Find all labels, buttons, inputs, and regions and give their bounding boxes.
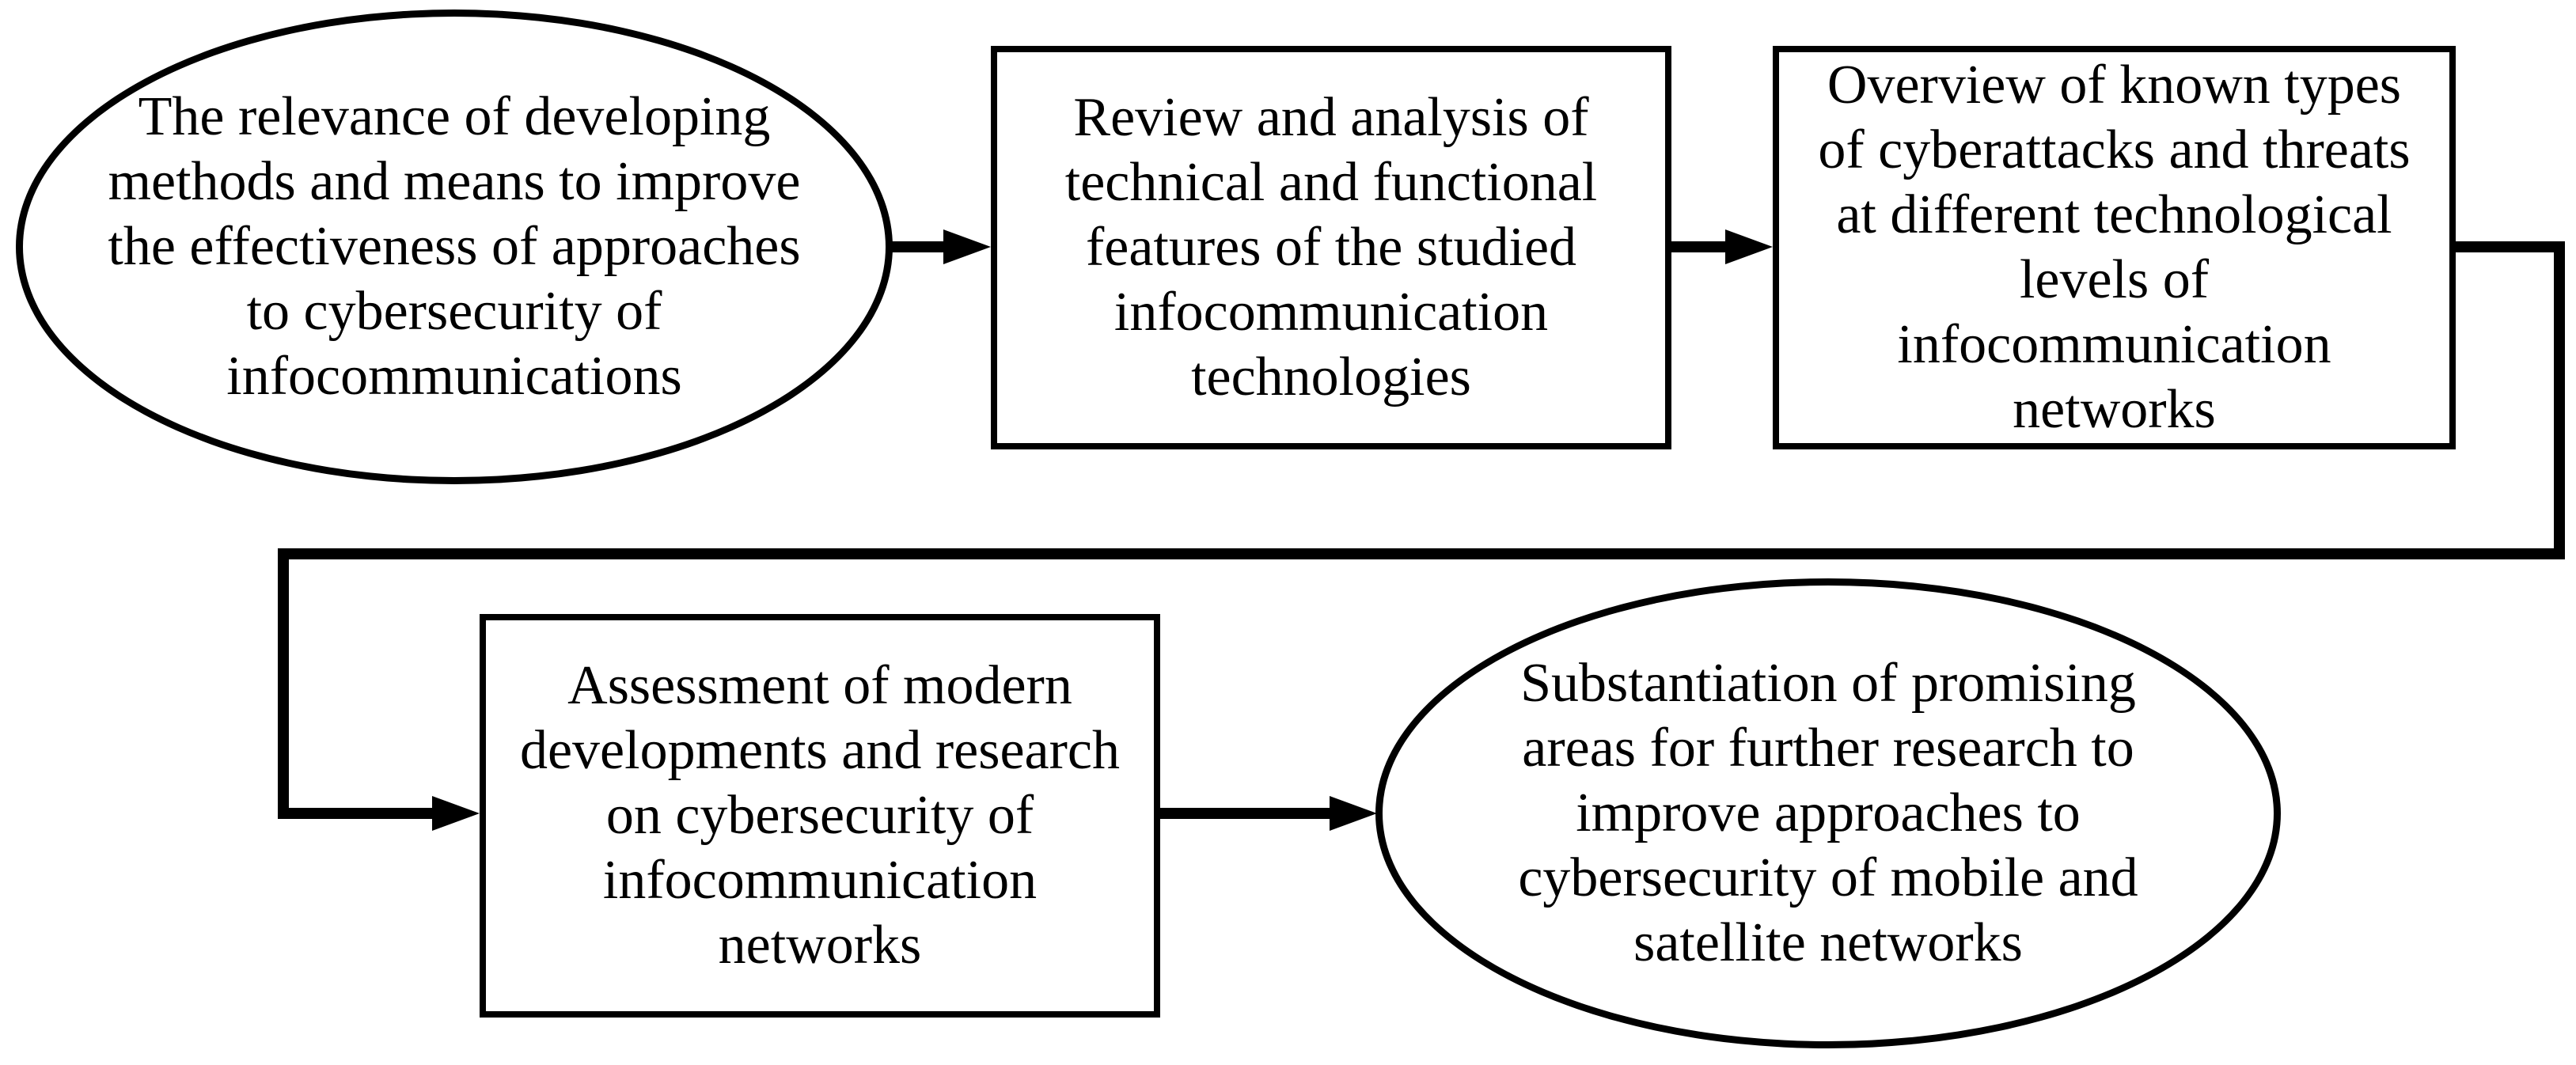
start-ellipse: The relevance of developing methods and …: [16, 9, 893, 484]
review-box: Review and analysis of technical and fun…: [991, 46, 1671, 449]
arrow-review-to-overview: [1671, 229, 1773, 264]
arrow-start-to-review: [890, 229, 991, 264]
overview-box: Overview of known types of cyberattacks …: [1773, 46, 2456, 449]
start-ellipse-text: The relevance of developing methods and …: [108, 86, 801, 407]
assessment-box: Assessment of modern developments and re…: [480, 614, 1160, 1018]
assessment-box-text: Assessment of modern developments and re…: [519, 655, 1120, 976]
substantiation-ellipse-text: Substantiation of promising areas for fu…: [1518, 653, 2138, 973]
overview-box-text: Overview of known types of cyberattacks …: [1818, 55, 2411, 440]
arrow-assessment-to-substantiation: [1160, 796, 1377, 831]
substantiation-ellipse: Substantiation of promising areas for fu…: [1375, 578, 2281, 1048]
review-box-text: Review and analysis of technical and fun…: [1064, 87, 1598, 407]
feedback-connector-overview-to-assessment: [278, 241, 2565, 831]
